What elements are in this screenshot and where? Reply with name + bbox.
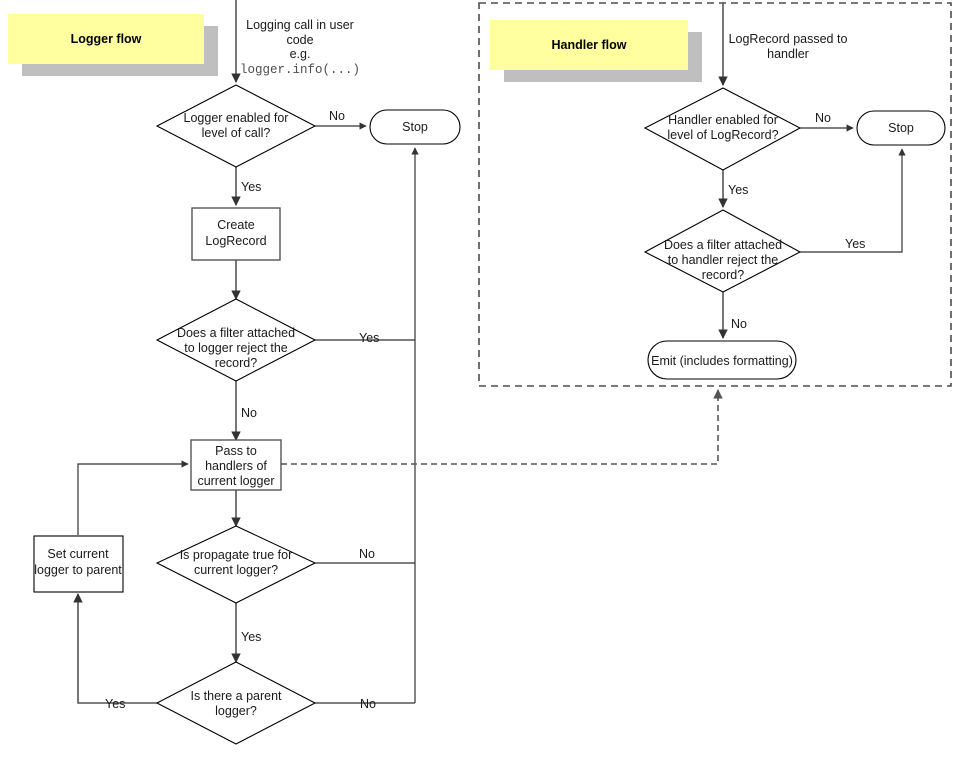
node-parent-logger-line1: Is there a parent xyxy=(190,689,282,703)
edge-pass-to-handler-flow xyxy=(281,389,723,465)
edge-label-handler-filter-no: No xyxy=(731,317,747,331)
node-create-logrecord[interactable] xyxy=(191,207,281,261)
handler-entry-note-line1: LogRecord passed to xyxy=(729,32,848,46)
node-propagate-line2: current logger? xyxy=(194,563,278,577)
node-logger-filter-line2: to logger reject the xyxy=(184,341,288,355)
edge-label-handler-enabled-yes: Yes xyxy=(728,183,748,197)
edge-label-logger-filter-yes: Yes xyxy=(359,331,379,345)
logger-entry-note-line3: e.g. xyxy=(290,47,311,61)
edge-set-parent-to-pass xyxy=(77,460,189,535)
edge-label-propagate-no: No xyxy=(359,547,375,561)
logger-entry-note-line2: code xyxy=(286,33,313,47)
node-logger-filter-decision[interactable] xyxy=(155,298,317,382)
edge-label-logger-filter-no: No xyxy=(241,406,257,420)
node-create-logrecord-line1: Create xyxy=(217,218,255,232)
edge-label-propagate-yes: Yes xyxy=(241,630,261,644)
node-pass-to-handlers-line3: current logger xyxy=(197,474,274,488)
handler-flow-banner-label-box: Handler flow xyxy=(490,20,688,70)
edge-handler-filter-yes xyxy=(800,148,906,253)
edge-label-parent-no: No xyxy=(360,697,376,711)
handler-flow-banner-label: Handler flow xyxy=(551,38,627,52)
node-set-parent-line2: logger to parent xyxy=(34,563,122,577)
edge-label-logger-enabled-no: No xyxy=(329,109,345,123)
node-handler-filter-line3: record? xyxy=(702,268,744,282)
node-emit-label: Emit (includes formatting) xyxy=(651,354,793,368)
node-handler-stop[interactable] xyxy=(856,110,946,146)
handler-flow-group-box xyxy=(478,2,952,387)
edge-parent-yes-to-set-parent xyxy=(73,593,157,704)
node-handler-filter-decision[interactable] xyxy=(643,209,802,293)
logger-entry-note-code: logger.info(...) xyxy=(240,63,360,77)
node-logger-enabled-line1: Logger enabled for xyxy=(184,111,289,125)
handler-flow-banner: Handler flow xyxy=(490,20,702,82)
edge-label-handler-enabled-no: No xyxy=(815,111,831,125)
node-handler-enabled-line1: Handler enabled for xyxy=(668,113,778,127)
node-handler-filter-line2: to handler reject the xyxy=(668,253,779,267)
node-parent-logger-line2: logger? xyxy=(215,704,257,718)
logger-flow-banner-label: Logger flow xyxy=(70,32,142,46)
node-propagate-decision[interactable] xyxy=(155,525,317,604)
node-parent-logger-decision[interactable] xyxy=(155,661,317,745)
edge-label-logger-enabled-yes: Yes xyxy=(241,180,261,194)
node-handler-filter-line1: Does a filter attached xyxy=(664,238,782,252)
node-logger-filter-line1: Does a filter attached xyxy=(177,326,295,340)
handler-entry-note-line2: handler xyxy=(767,47,809,61)
logger-flow-banner: Logger flow xyxy=(8,14,218,76)
logger-flow-banner-label-box: Logger flow xyxy=(8,14,204,64)
node-pass-to-handlers[interactable] xyxy=(190,439,282,491)
node-logger-stop-label: Stop xyxy=(402,120,428,134)
node-handler-enabled-decision[interactable] xyxy=(643,87,802,171)
node-logger-enabled-decision[interactable] xyxy=(155,84,317,168)
node-logger-filter-line3: record? xyxy=(215,356,257,370)
node-logger-stop[interactable] xyxy=(369,109,461,145)
logger-entry-note-line1: Logging call in user xyxy=(246,18,354,32)
node-handler-stop-label: Stop xyxy=(888,121,914,135)
edge-label-parent-yes: Yes xyxy=(105,697,125,711)
edge-label-handler-filter-yes: Yes xyxy=(845,237,865,251)
node-pass-to-handlers-line1: Pass to xyxy=(215,444,257,458)
node-set-current-logger-to-parent[interactable] xyxy=(33,535,124,593)
node-create-logrecord-line2: LogRecord xyxy=(205,234,266,248)
node-pass-to-handlers-line2: handlers of xyxy=(205,459,267,473)
node-handler-enabled-line2: level of LogRecord? xyxy=(667,128,778,142)
node-logger-enabled-line2: level of call? xyxy=(202,126,271,140)
node-propagate-line1: Is propagate true for xyxy=(180,548,293,562)
node-emit[interactable] xyxy=(647,340,797,380)
node-set-parent-line1: Set current xyxy=(47,547,109,561)
